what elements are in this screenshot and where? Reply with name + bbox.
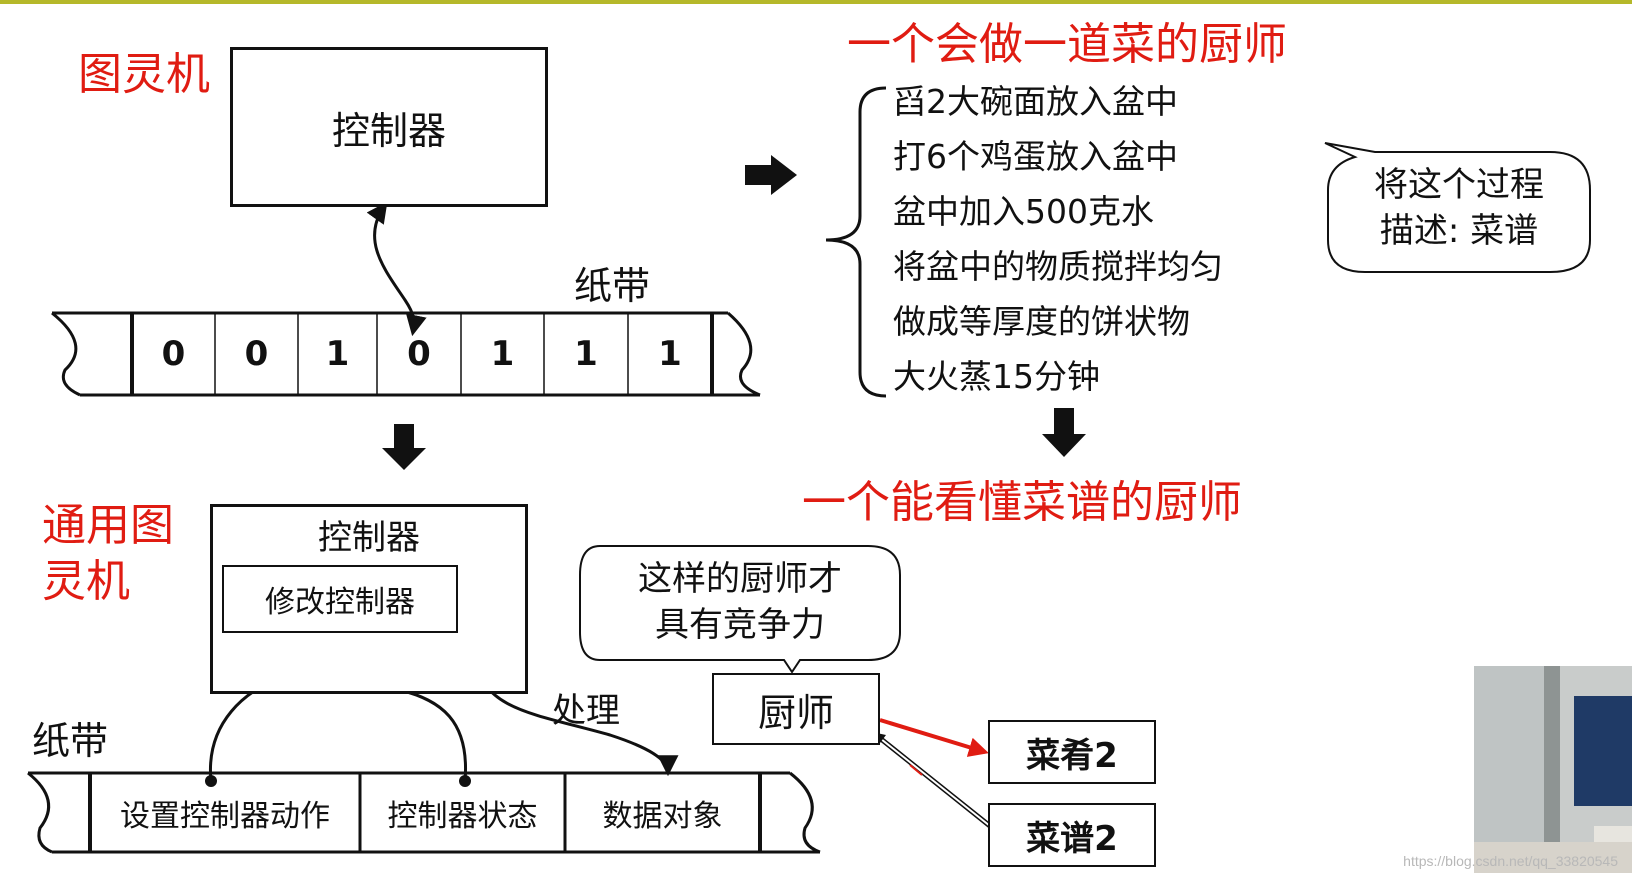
universal-title-line: 通用图: [42, 500, 174, 551]
recipe-step: 盆中加入500克水: [893, 192, 1154, 231]
speech-bubble-right: [1324, 142, 1591, 273]
universal-title-line: 灵机: [42, 556, 130, 607]
down-arrow-icon-right: [1042, 408, 1086, 457]
chef-to-dish-arrow: [879, 718, 989, 757]
universal-title: 通用图 灵机: [42, 498, 174, 610]
tape-cell: 1: [658, 334, 682, 374]
chef-box: 厨师: [712, 673, 880, 745]
tape-cell: 0: [244, 334, 269, 374]
tape-label: 纸带: [574, 264, 651, 308]
speech-bubble-chef: [579, 545, 901, 674]
bubble-line: 描述: 菜谱: [1379, 211, 1539, 251]
tape-cell: 1: [574, 334, 598, 374]
tape-cell: 0: [161, 334, 186, 374]
recipe-step: 大火蒸15分钟: [893, 357, 1100, 396]
tape-cell-set-action: 设置控制器动作: [120, 798, 330, 834]
bubble-line: 将这个过程: [1374, 165, 1544, 205]
tape-cell-data: 数据对象: [602, 798, 723, 834]
tape-cell: 0: [407, 334, 431, 374]
bubble-text: 将这个过程 描述: 菜谱: [1328, 162, 1590, 254]
recipe-box: 菜谱2: [988, 803, 1156, 867]
brace: [825, 86, 887, 398]
recipe-step: 舀2大碗面放入盆中: [893, 82, 1178, 121]
chef-bubble-line: 这样的厨师才: [638, 559, 842, 599]
universal-controller-label: 控制器: [318, 518, 420, 558]
recipe-title: 一个会做一道菜的厨师: [847, 19, 1287, 70]
top-bar: [0, 0, 1632, 4]
recipe-step: 做成等厚度的饼状物: [893, 302, 1190, 341]
tape-cell: 1: [325, 334, 350, 374]
watermark: https://blog.csdn.net/qq_33820545: [1403, 853, 1618, 869]
right-arrow-icon: [745, 155, 797, 195]
modify-controller-box: 修改控制器: [222, 565, 458, 633]
chef-bubble-text: 这样的厨师才 具有竞争力: [580, 556, 900, 648]
result-title: 一个能看懂菜谱的厨师: [802, 477, 1242, 528]
dish-box: 菜肴2: [988, 720, 1156, 784]
recipe-step: 打6个鸡蛋放入盆中: [893, 137, 1178, 176]
head-arrow: [366, 201, 427, 337]
recipe-label: 菜谱2: [1026, 818, 1118, 859]
recipe-to-chef-arrow: [872, 732, 1007, 840]
recipe-steps: 舀2大碗面放入盆中 打6个鸡蛋放入盆中 盆中加入500克水 将盆中的物质搅拌均匀…: [893, 78, 1223, 408]
controller-box: 控制器: [230, 47, 548, 207]
chef-bubble-line: 具有竞争力: [655, 605, 825, 645]
chef-label: 厨师: [757, 690, 834, 735]
tape-cell: 1: [490, 334, 515, 374]
turing-title: 图灵机: [78, 49, 210, 100]
down-arrow-icon: [382, 424, 426, 470]
tape-cell-state: 控制器状态: [387, 798, 538, 834]
recipe-step: 将盆中的物质搅拌均匀: [893, 247, 1223, 286]
webcam-video: [1474, 666, 1632, 873]
controller-label: 控制器: [331, 108, 446, 153]
process-label: 处理: [552, 691, 620, 731]
dish-label: 菜肴2: [1026, 735, 1118, 776]
universal-tape-label: 纸带: [32, 719, 109, 763]
modify-controller-label: 修改控制器: [265, 585, 415, 620]
